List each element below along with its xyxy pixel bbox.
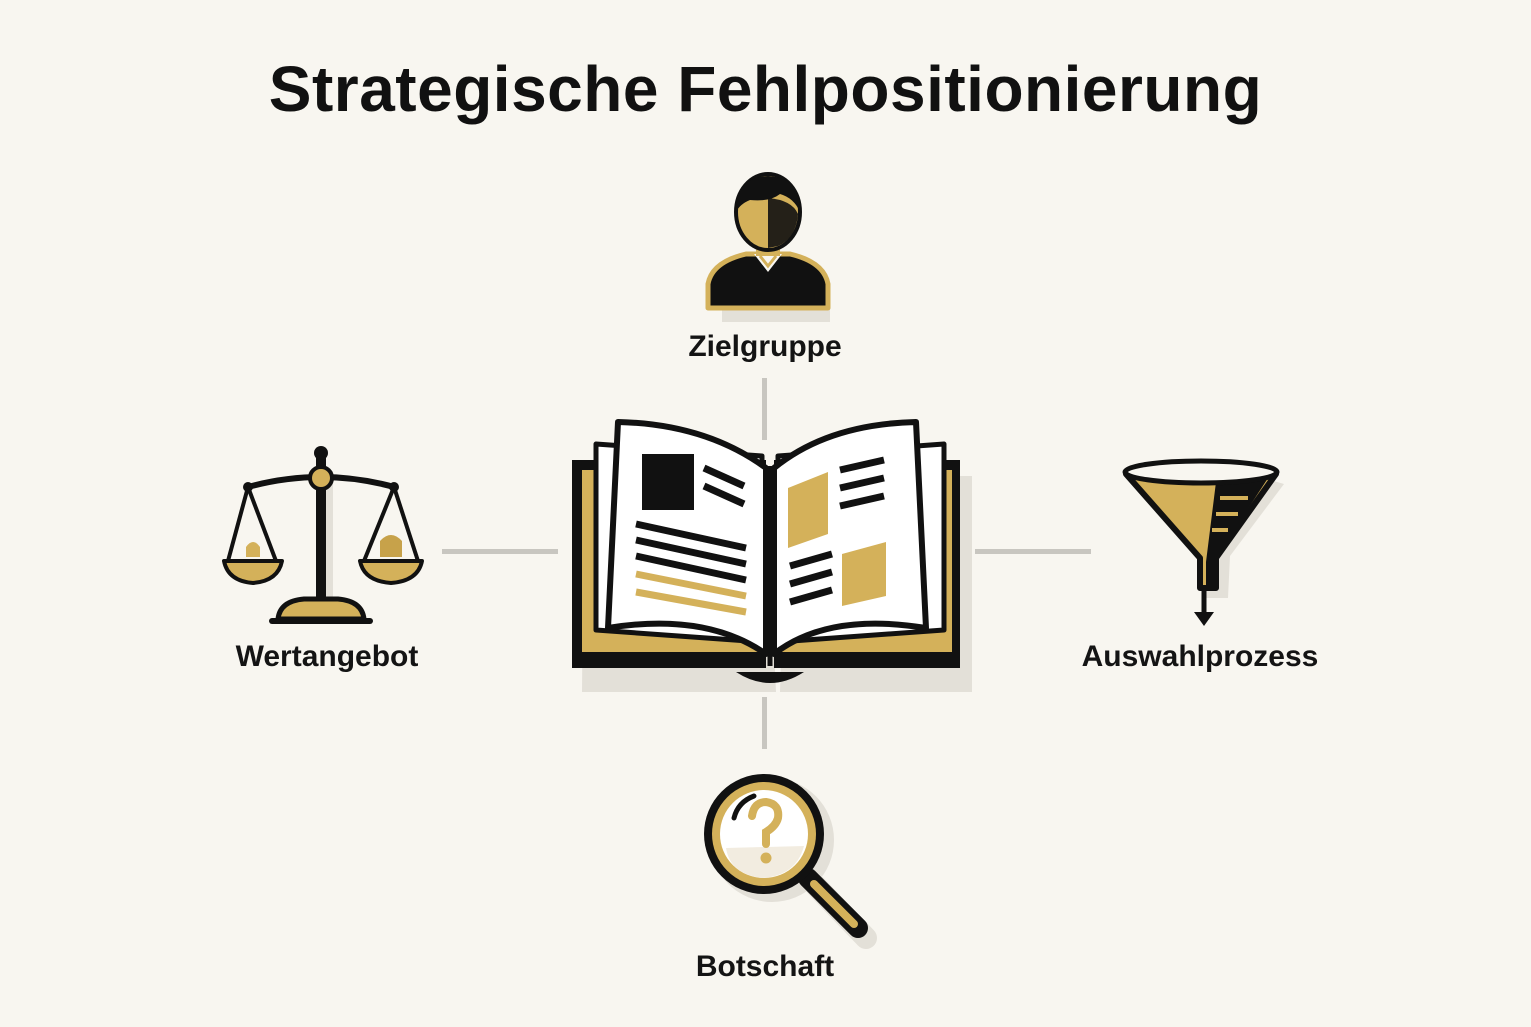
magnifier-question-icon [696,774,884,954]
connector-top [762,378,767,440]
connector-left [442,549,558,554]
connector-right [975,549,1091,554]
funnel-icon [1120,458,1286,634]
scale-icon [218,445,428,630]
node-label-right: Auswahlprozess [1081,640,1319,673]
person-icon [700,168,836,324]
page-title: Strategische Fehlpositionierung [268,53,1263,125]
open-book-icon [566,416,974,694]
connector-bottom [762,697,767,749]
node-label-bottom: Botschaft [695,950,835,983]
node-label-top: Zielgruppe [688,330,842,363]
node-label-left: Wertangebot [235,640,419,673]
